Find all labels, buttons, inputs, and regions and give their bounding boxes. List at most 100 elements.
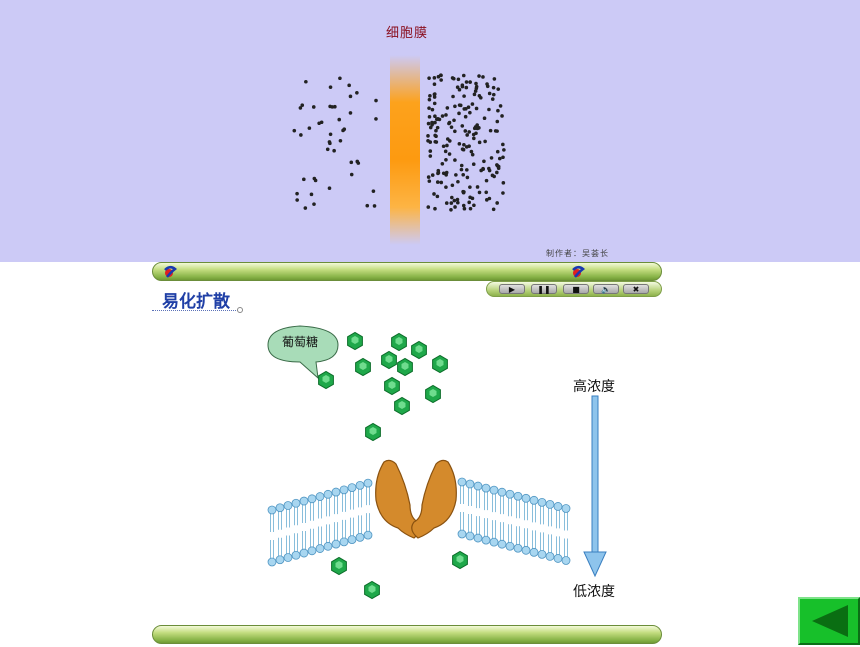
bottom-frame-bar xyxy=(152,625,662,644)
particle xyxy=(450,195,454,200)
title-underline xyxy=(152,310,238,311)
stop-icon[interactable]: ■ xyxy=(563,284,589,294)
particle xyxy=(495,201,499,205)
low-concentration-label: 低浓度 xyxy=(573,584,615,600)
back-button[interactable] xyxy=(798,597,860,645)
particle xyxy=(427,97,432,102)
particle xyxy=(495,119,500,124)
high-concentration-label: 高浓度 xyxy=(573,379,615,395)
particle xyxy=(459,163,464,168)
particle xyxy=(472,92,477,97)
particle xyxy=(490,97,495,101)
particle xyxy=(498,104,503,108)
animation-title: 细胞膜 xyxy=(386,26,429,41)
particle xyxy=(462,142,466,147)
particle xyxy=(501,155,505,160)
cell-membrane-band xyxy=(390,55,420,245)
particle xyxy=(355,159,360,164)
concentration-gradient-arrow xyxy=(583,395,607,578)
particle xyxy=(477,140,482,145)
play-icon[interactable]: ▶ xyxy=(499,284,525,294)
particle xyxy=(461,73,466,78)
particle xyxy=(433,133,437,138)
particle xyxy=(449,125,454,129)
particle xyxy=(432,82,437,87)
particle xyxy=(462,190,466,194)
particle xyxy=(444,170,449,175)
particle xyxy=(426,205,431,209)
particle xyxy=(466,105,471,110)
particle xyxy=(372,204,377,208)
particle xyxy=(470,152,475,157)
particle xyxy=(300,103,305,108)
particle xyxy=(455,197,460,202)
particle xyxy=(460,124,465,128)
particle xyxy=(467,200,471,205)
particle xyxy=(457,87,462,92)
particle xyxy=(502,148,506,152)
particle xyxy=(452,118,456,123)
pause-icon[interactable]: ❚❚ xyxy=(531,284,557,294)
particle xyxy=(462,206,467,211)
particle xyxy=(470,102,475,106)
particle xyxy=(454,173,458,177)
particle xyxy=(485,198,489,202)
particle xyxy=(453,129,457,134)
particle xyxy=(496,166,501,171)
particle xyxy=(492,174,496,179)
particle xyxy=(299,133,303,137)
particle xyxy=(374,117,378,121)
particle xyxy=(481,166,485,171)
particle xyxy=(472,203,476,208)
particle xyxy=(436,168,441,173)
particle xyxy=(434,128,438,133)
particle xyxy=(295,198,299,202)
particle xyxy=(426,121,431,126)
particle xyxy=(327,140,332,144)
particle xyxy=(432,192,436,196)
particle xyxy=(487,91,492,96)
particle xyxy=(433,120,437,125)
back-arrow-icon xyxy=(812,605,848,637)
particle xyxy=(332,148,336,153)
particle xyxy=(312,176,317,181)
particle xyxy=(349,160,354,165)
particle xyxy=(450,183,455,188)
particle xyxy=(426,175,431,179)
particle xyxy=(348,111,353,115)
particle xyxy=(460,147,465,151)
particle xyxy=(452,198,457,203)
particle xyxy=(453,104,457,109)
particle xyxy=(468,185,472,189)
particle xyxy=(460,84,465,89)
particle xyxy=(451,76,456,81)
particle xyxy=(436,74,441,79)
author-credit: 制作者：吴荟长 xyxy=(546,249,609,258)
particle xyxy=(445,106,450,110)
particle xyxy=(487,107,491,112)
particle xyxy=(365,203,370,208)
close-icon[interactable]: ✖ xyxy=(623,284,649,294)
particle xyxy=(428,94,432,98)
particle xyxy=(461,172,466,177)
particle xyxy=(463,129,468,133)
particle xyxy=(495,163,499,167)
channel-protein xyxy=(375,459,457,539)
section-title: 易化扩散 xyxy=(162,292,230,312)
glucose-molecules xyxy=(318,331,468,600)
particle xyxy=(451,94,455,99)
particle xyxy=(474,106,479,111)
particle xyxy=(317,121,321,126)
volume-icon[interactable]: 🔈 xyxy=(593,284,619,294)
particle xyxy=(496,87,501,91)
particle xyxy=(441,171,446,176)
animation-panel: 细胞膜 制作者：吴荟长 xyxy=(0,0,860,262)
particle xyxy=(474,131,478,136)
particle xyxy=(477,74,481,78)
particle xyxy=(456,179,460,184)
particle xyxy=(311,105,316,109)
particle xyxy=(468,80,472,84)
particle xyxy=(302,177,306,182)
particle xyxy=(432,76,437,80)
